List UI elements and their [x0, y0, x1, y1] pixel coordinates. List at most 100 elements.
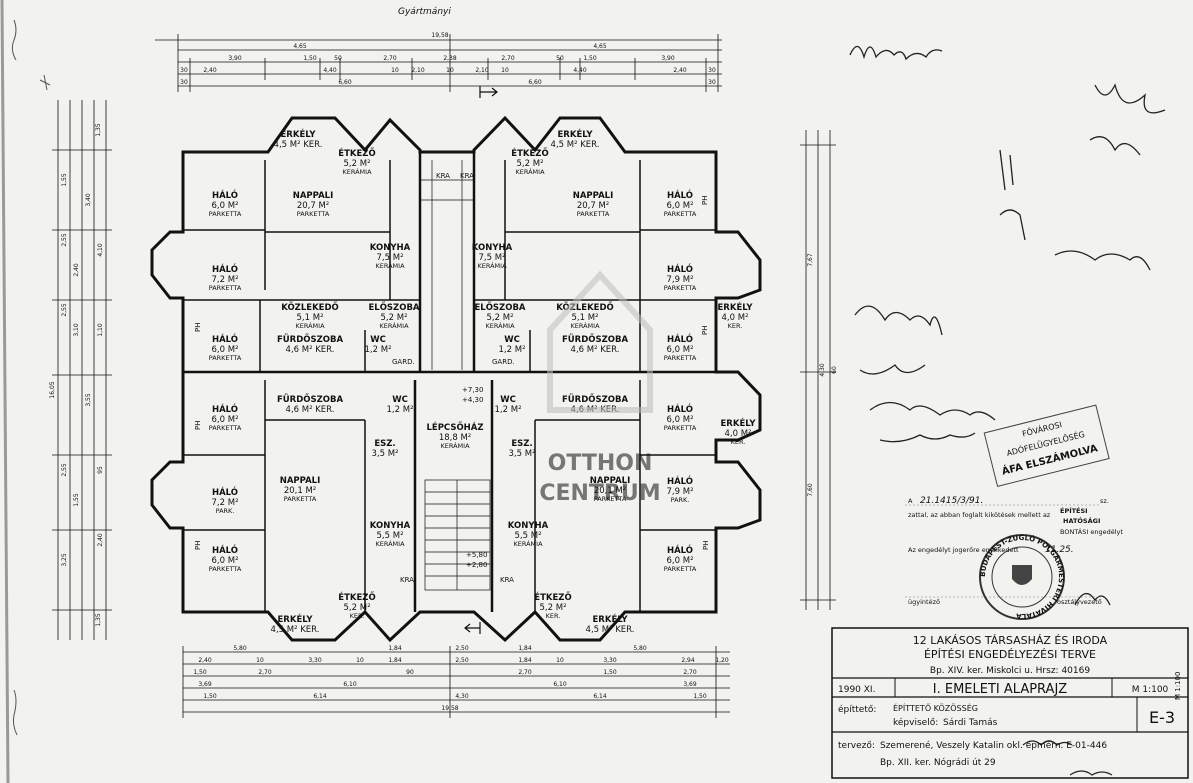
dim-top-r3-9: 2,40: [673, 67, 687, 74]
room-area: 4,6 M² KER.: [571, 345, 620, 355]
room-name: ELŐSZOBA: [368, 302, 419, 313]
room-area: 4,6 M² KER.: [286, 405, 335, 415]
room-name: ERKÉLY: [281, 128, 317, 140]
watermark-title: OTTHON: [548, 451, 653, 476]
dim-bot-r3-5: 2,70: [683, 669, 697, 676]
dim-top-r2-4: 2,38: [443, 55, 457, 62]
room-floor-type: KERÁMIA: [515, 167, 545, 176]
approval-sz: sz.: [1100, 497, 1109, 505]
dim-top-r2-8: 3,90: [661, 55, 675, 62]
dim-top-r2-5: 2,70: [501, 55, 515, 62]
room-name: HÁLÓ: [667, 475, 693, 487]
dim-bot-r2-2: 3,30: [308, 657, 322, 664]
room-area: 7,5 M²: [377, 253, 404, 263]
room-floor-type: KERÁMIA: [485, 321, 515, 330]
room-name: ÉTKEZŐ: [338, 147, 375, 159]
room-area: 20,7 M²: [297, 201, 329, 211]
level-upper-2: +4,30: [462, 396, 483, 404]
room-name: WC: [370, 335, 386, 345]
right-dimension-labels: 7,67 7,60 4,30 60: [807, 253, 838, 497]
room-floor-type: KERÁMIA: [513, 539, 543, 548]
room-floor-type: PARKETTA: [664, 354, 697, 362]
room-floor-type: KER.: [728, 322, 743, 330]
room-area: 18,8 M²: [439, 433, 471, 443]
level-upper-1: +7,30: [462, 386, 483, 394]
dim-left-0: 1,35: [95, 123, 102, 137]
dim-bot-r2-10: 1,20: [715, 657, 729, 664]
dim-left-7: 3,10: [73, 323, 80, 337]
room-name: WC: [392, 395, 408, 405]
dim-bot-r2-9: 2,94: [681, 657, 695, 664]
room-name: WC: [504, 335, 520, 345]
room-name: HÁLÓ: [212, 486, 238, 498]
room-floor-type: PARKETTA: [209, 284, 242, 292]
room-floor-type: KERÁMIA: [375, 261, 405, 270]
dim-left-4: 4,10: [97, 243, 104, 257]
room-floor-type: KERÁMIA: [477, 261, 507, 270]
dim-right-2: 4,30: [819, 363, 826, 377]
dim-top-r3-2: 4,40: [323, 67, 337, 74]
sheet-number: E-3: [1149, 708, 1175, 727]
room-floor-type: KERÁMIA: [440, 441, 470, 450]
room-name: HÁLÓ: [212, 333, 238, 345]
designer-name: Szemerené, Veszely Katalin okl. épmérn. …: [880, 740, 1107, 751]
room-area: 6,0 M²: [667, 415, 694, 425]
dim-bot-r1-1: 1,84: [388, 645, 402, 652]
room-area: 4,5 M² KER.: [586, 625, 635, 635]
dim-bot-r1-3: 1,84: [518, 645, 532, 652]
dim-top-r3-4: 2,10: [411, 67, 425, 74]
room-name: ÉTKEZŐ: [534, 591, 571, 603]
room-area: 5,2 M²: [344, 603, 371, 613]
coat-of-arms-icon: [1012, 565, 1032, 585]
dim-bot-r4-2: 6,10: [553, 681, 567, 688]
title-line-1: 12 LAKÁSOS TÁRSASHÁZ ÉS IRODA: [913, 634, 1108, 647]
signatures: [849, 45, 1166, 776]
dim-bot-r5-3: 6,14: [593, 693, 607, 700]
room-area: 6,0 M²: [667, 201, 694, 211]
dim-top-r4-3: 30: [708, 79, 716, 86]
dim-bot-r5-1: 6,14: [313, 693, 327, 700]
dim-top-r1-1: 4,65: [593, 43, 607, 50]
left-dimension-chain: [52, 100, 112, 640]
dim-right-0: 7,67: [807, 253, 814, 267]
room-floor-type: PARKETTA: [664, 284, 697, 292]
dim-left-3: 3,40: [85, 193, 92, 207]
room-name: ERKÉLY: [558, 128, 594, 140]
room-area: 5,2 M²: [381, 313, 408, 323]
room-floor-type: KERÁMIA: [379, 321, 409, 330]
bottom-dimension-chain: [182, 646, 730, 718]
room-floor-type: PARKETTA: [297, 210, 330, 218]
room-area: 7,9 M²: [667, 487, 694, 497]
room-area: 20,1 M²: [284, 486, 316, 496]
dim-top-r3-7: 10: [501, 67, 509, 74]
room-floor-type: PARKETTA: [209, 354, 242, 362]
room-name: FÜRDŐSZOBA: [562, 394, 629, 405]
dim-bot-r2-4: 1,84: [388, 657, 402, 664]
builder-name: ÉPÍTTETŐ KÖZÖSSÉG: [893, 702, 978, 713]
overall-width-top: 19,58: [431, 32, 448, 39]
dim-bot-r3-0: 1,50: [193, 669, 207, 676]
dim-top-r4-2: 6,60: [528, 79, 542, 86]
room-name: HÁLÓ: [667, 189, 693, 201]
room-floor-type: PARKETTA: [664, 424, 697, 432]
room-floor-type: PARKETTA: [664, 565, 697, 573]
approval-line2b: ÉPÍTÉSI: [1060, 506, 1088, 515]
room-area: 6,0 M²: [212, 201, 239, 211]
title-line-3: Bp. XIV. ker. Miskolci u. Hrsz: 40169: [930, 666, 1090, 676]
side-scale-mark: M 1:100: [1174, 672, 1182, 700]
dim-bot-r2-3: 10: [356, 657, 364, 664]
designer-address: Bp. XII. ker. Nógrádi út 29: [880, 757, 996, 768]
dim-bot-r2-1: 10: [256, 657, 264, 664]
dim-bot-r4-0: 3,69: [198, 681, 212, 688]
room-floor-type: PARKETTA: [594, 495, 627, 503]
approval-stamp: A 21.1415/3/91. sz. zattal, az abban fog…: [905, 496, 1123, 606]
room-floor-type: PARKETTA: [209, 565, 242, 573]
room-name: LÉPCSŐHÁZ: [426, 421, 483, 433]
room-name: ÉTKEZŐ: [511, 147, 548, 159]
ph-label-5: PH: [702, 541, 710, 551]
dim-top-r3-1: 2,40: [203, 67, 217, 74]
title-block: 12 LAKÁSOS TÁRSASHÁZ ÉS IRODA ÉPÍTÉSI EN…: [831, 627, 1189, 779]
room-area: 4,5 M² KER.: [271, 625, 320, 635]
dim-left-8: 2,55: [61, 303, 68, 317]
